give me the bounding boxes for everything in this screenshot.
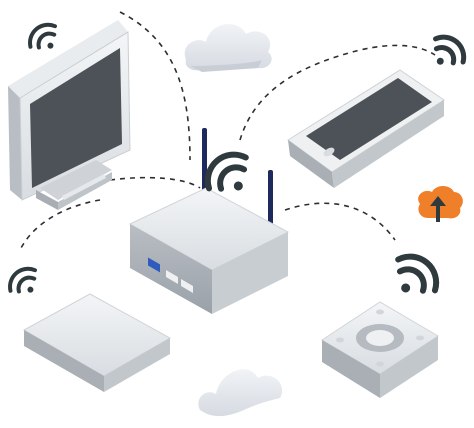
wifi-icon [432,34,467,66]
cloud-icon [184,24,272,72]
wifi-icon [28,22,57,50]
wifi-icon [204,151,249,192]
link-router-phone [239,44,436,141]
link-monitor-router [119,11,191,161]
router-icon [128,128,290,314]
link-router-speaker [284,202,396,241]
set-top-box-icon [22,293,172,392]
wifi-icon [395,253,440,294]
connection-lines [19,11,436,251]
link-router-monitor-base [109,176,201,189]
smartphone-icon [287,69,445,188]
wifi-icon [8,266,37,294]
monitor-icon [8,20,131,210]
cloud-icon [198,369,283,417]
cloud-upload-icon [418,186,463,222]
smart-speaker-icon [321,301,439,398]
